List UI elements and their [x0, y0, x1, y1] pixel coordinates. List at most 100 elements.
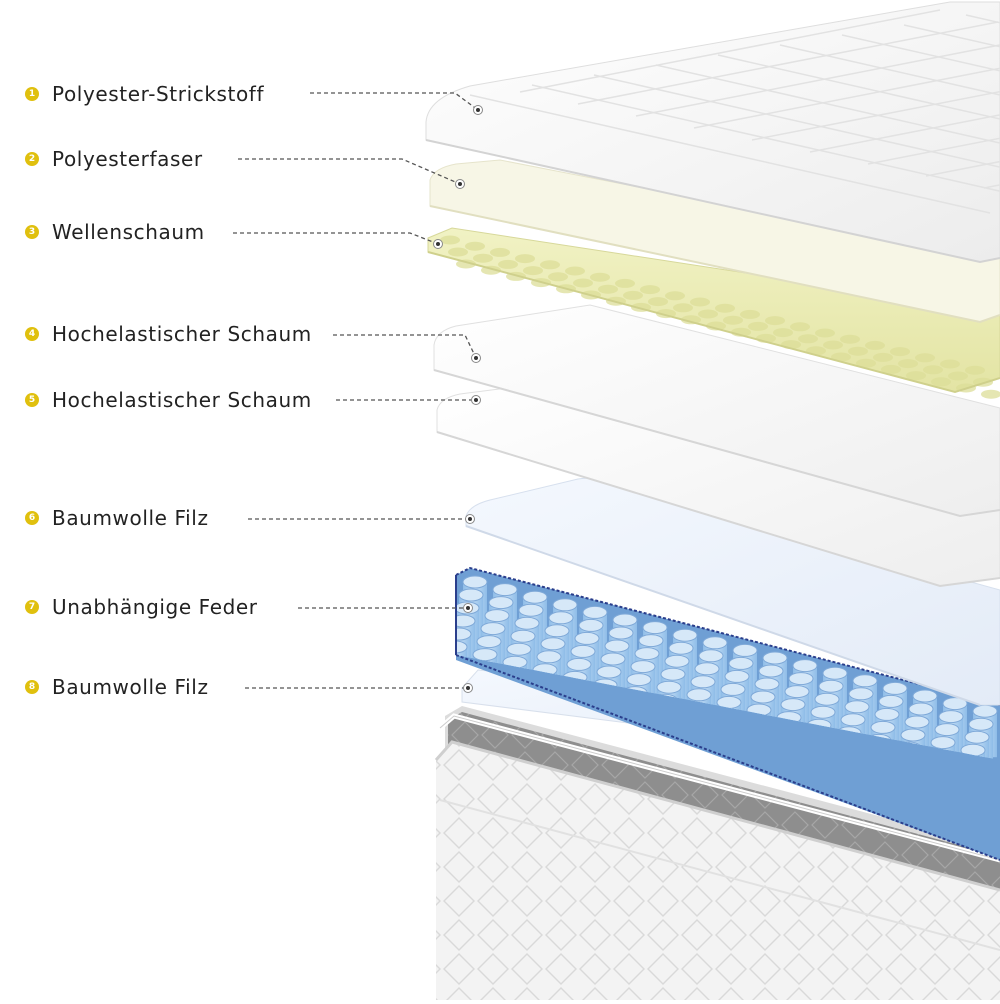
wave-bump: [598, 284, 618, 294]
layer-number-badge: 1: [25, 87, 39, 101]
spring-top: [878, 694, 904, 708]
wave-bump: [698, 309, 718, 319]
quilt-seam: [531, 84, 1000, 192]
quilt-seam: [751, 90, 1000, 141]
layer-label: Unabhängige Feder: [52, 595, 258, 619]
spring-top: [968, 717, 994, 731]
spring-top: [492, 583, 518, 597]
leader-dot-center: [476, 108, 480, 112]
leader-dot-center: [436, 242, 440, 246]
layer-1-polyester-knit: [425, 1, 1000, 264]
wave-bump: [681, 315, 701, 325]
wave-bump: [965, 365, 985, 375]
layer-label: Baumwolle Filz: [52, 506, 209, 530]
wave-bump: [623, 290, 643, 300]
spring-top: [566, 657, 592, 671]
label-layer-5: 5 Hochelastischer Schaum: [25, 385, 312, 415]
spring-top: [964, 730, 990, 744]
spring-top: [462, 575, 488, 589]
quilt-seam: [693, 67, 1000, 129]
layer-number-badge: 7: [25, 600, 39, 614]
quilt-seam: [635, 44, 1000, 117]
spring-top: [476, 635, 502, 649]
leader-dot-center: [468, 517, 472, 521]
spring-top: [484, 609, 510, 623]
spring-top: [570, 644, 596, 658]
spring-top: [690, 675, 716, 689]
leader-line: [233, 232, 439, 245]
wave-bump: [906, 371, 926, 381]
spring-top: [514, 616, 540, 630]
spring-top: [698, 649, 724, 663]
wave-bump: [648, 297, 668, 307]
quilt-seam: [809, 114, 1000, 153]
spring-top: [848, 687, 874, 701]
wave-bump: [515, 254, 535, 264]
label-layer-1: 1 Polyester-Strickstoff: [25, 79, 264, 109]
spring-top: [456, 614, 476, 628]
leader-line: [310, 92, 479, 111]
spring-top: [456, 640, 468, 654]
spring-top: [506, 642, 532, 656]
label-layer-3: 3 Wellenschaum: [25, 217, 205, 247]
layer-number-badge: 6: [25, 511, 39, 525]
spring-top: [724, 669, 750, 683]
spring-top: [792, 659, 818, 673]
leader-line: [238, 158, 461, 185]
spring-top: [522, 590, 548, 604]
wave-bump: [548, 272, 568, 282]
wave-bump: [540, 260, 560, 270]
spring-top: [818, 679, 844, 693]
quilt-seam: [867, 137, 1000, 165]
spring-top: [518, 603, 544, 617]
spring-top: [612, 613, 638, 627]
spring-top: [672, 628, 698, 642]
spring-top: [930, 736, 956, 750]
spring-top: [472, 648, 498, 662]
spring-top: [912, 689, 938, 703]
base-mattress: [434, 706, 1000, 1000]
spring-top: [732, 643, 758, 657]
spring-top: [660, 667, 686, 681]
spring-top: [754, 677, 780, 691]
spring-top: [574, 631, 600, 645]
layer-7-pocket-springs: [455, 566, 1000, 861]
spring-top: [762, 651, 788, 665]
spring-top: [882, 681, 908, 695]
wave-bump: [448, 247, 468, 257]
layer-label: Wellenschaum: [52, 220, 205, 244]
label-layer-7: 7 Unabhängige Feder: [25, 592, 258, 622]
layer-number-badge: 3: [25, 225, 39, 239]
quilt-seam: [717, 54, 1000, 120]
spring-top: [544, 624, 570, 638]
spring-top: [458, 588, 484, 602]
quilt-seam: [903, 24, 1000, 48]
wave-bump: [948, 371, 968, 381]
wave-bump: [840, 334, 860, 344]
spring-top: [972, 704, 998, 718]
wave-bump: [565, 266, 585, 276]
wave-bump: [865, 340, 885, 350]
spring-top: [904, 715, 930, 729]
label-layer-6: 6 Baumwolle Filz: [25, 503, 209, 533]
wave-bump: [498, 259, 518, 269]
spring-top: [664, 654, 690, 668]
wave-bump: [673, 303, 693, 313]
wave-bump: [831, 352, 851, 362]
wave-bump: [465, 241, 485, 251]
spring-top: [604, 639, 630, 653]
wave-bump: [740, 309, 760, 319]
spring-top: [908, 702, 934, 716]
label-layer-4: 4 Hochelastischer Schaum: [25, 319, 312, 349]
spring-top: [536, 650, 562, 664]
spring-top: [938, 710, 964, 724]
spring-top: [900, 728, 926, 742]
spring-top: [630, 660, 656, 674]
wave-bump: [931, 377, 951, 387]
spring-top: [626, 673, 652, 687]
wave-bump: [723, 315, 743, 325]
layer-label: Hochelastischer Schaum: [52, 388, 312, 412]
spring-top: [852, 674, 878, 688]
